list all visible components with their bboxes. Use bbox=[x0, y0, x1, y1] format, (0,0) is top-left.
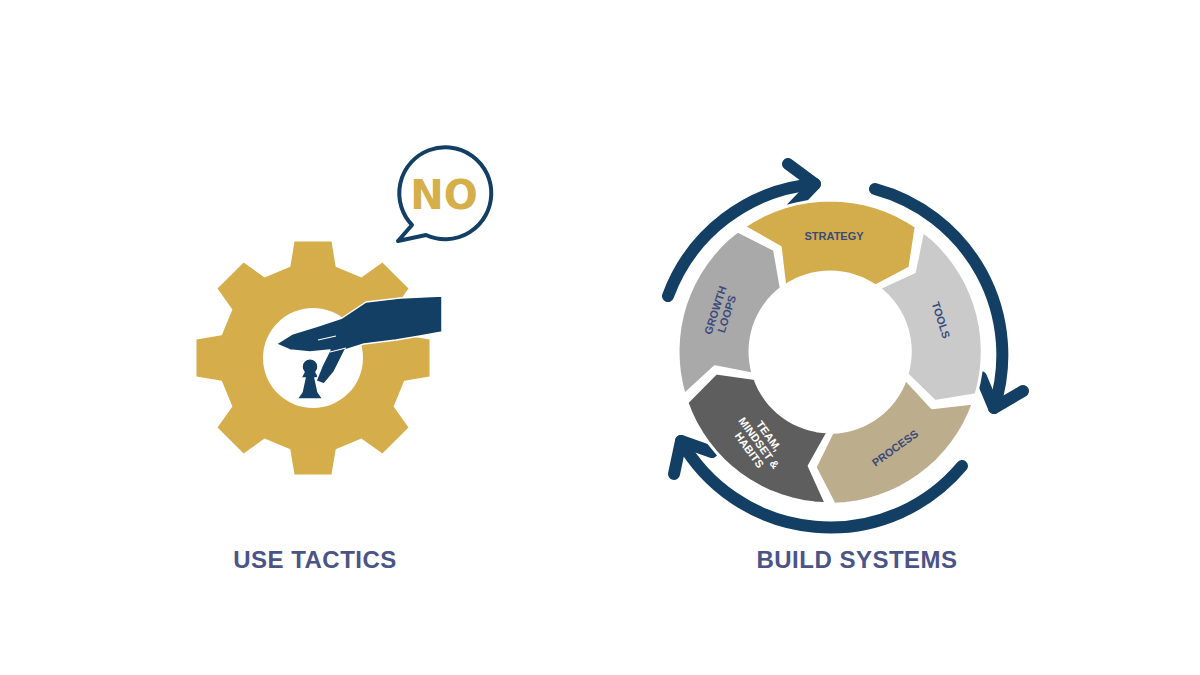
cycle-segment: TOOLS bbox=[879, 231, 982, 402]
segment-label: STRATEGY bbox=[789, 230, 879, 242]
segment-shape bbox=[687, 373, 828, 504]
cycle-arrows bbox=[668, 164, 1023, 527]
cycle-segment: GROWTH LOOPS bbox=[678, 231, 781, 395]
bubble-outline bbox=[398, 147, 491, 241]
node-outline bbox=[879, 231, 982, 402]
gear-body bbox=[197, 242, 430, 475]
finger-line bbox=[318, 336, 346, 352]
bubble-text: NO bbox=[410, 173, 477, 217]
segment-shape bbox=[815, 379, 973, 504]
arrow-head bbox=[981, 377, 1023, 408]
segment-shape bbox=[678, 231, 781, 395]
speech-bubble: NO bbox=[388, 145, 490, 245]
hand bbox=[276, 296, 442, 384]
caption-label: BUILD SYSTEMS bbox=[756, 546, 957, 574]
hand-with-pawn bbox=[276, 296, 442, 399]
cycle-segment: PROCESS bbox=[815, 379, 973, 504]
caption-label: USE TACTICS bbox=[233, 546, 397, 574]
gear bbox=[197, 242, 430, 475]
arrow-head bbox=[674, 441, 712, 474]
segment-shape bbox=[879, 231, 982, 401]
cycle-segment: TEAM, MINDSET & HABITS bbox=[687, 373, 828, 504]
